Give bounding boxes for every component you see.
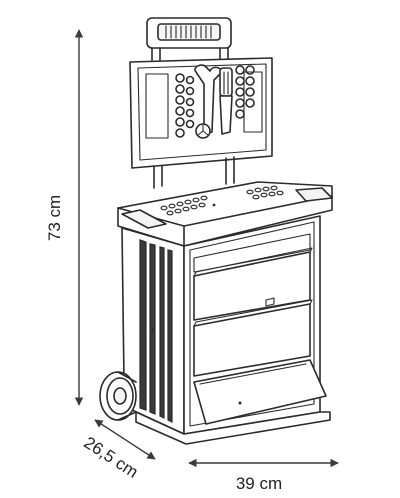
wheel (99, 371, 137, 421)
tool-board (129, 57, 273, 169)
trolley-handle (146, 17, 232, 61)
flip-bin (193, 359, 327, 425)
handle-rails (153, 156, 235, 189)
height-dimension: 73 cm (45, 29, 84, 406)
depth-dimension: 26,5 cm (80, 419, 156, 482)
work-top (117, 181, 333, 247)
height-label: 73 cm (45, 195, 64, 241)
side-ribs (139, 239, 173, 423)
worktop-peg-holes (160, 185, 284, 216)
socket-set (175, 65, 255, 138)
width-dimension: 39 cm (188, 458, 339, 493)
drawer-lower (193, 299, 313, 377)
handle-grip-ridges (165, 25, 212, 39)
depth-label: 26,5 cm (80, 433, 141, 482)
width-label: 39 cm (236, 474, 282, 493)
base-foot (135, 411, 331, 445)
cabinet-body (121, 215, 327, 435)
wrench-icon (194, 64, 223, 135)
brand-badge-icon (195, 123, 211, 139)
screwdriver-icon (219, 67, 233, 135)
